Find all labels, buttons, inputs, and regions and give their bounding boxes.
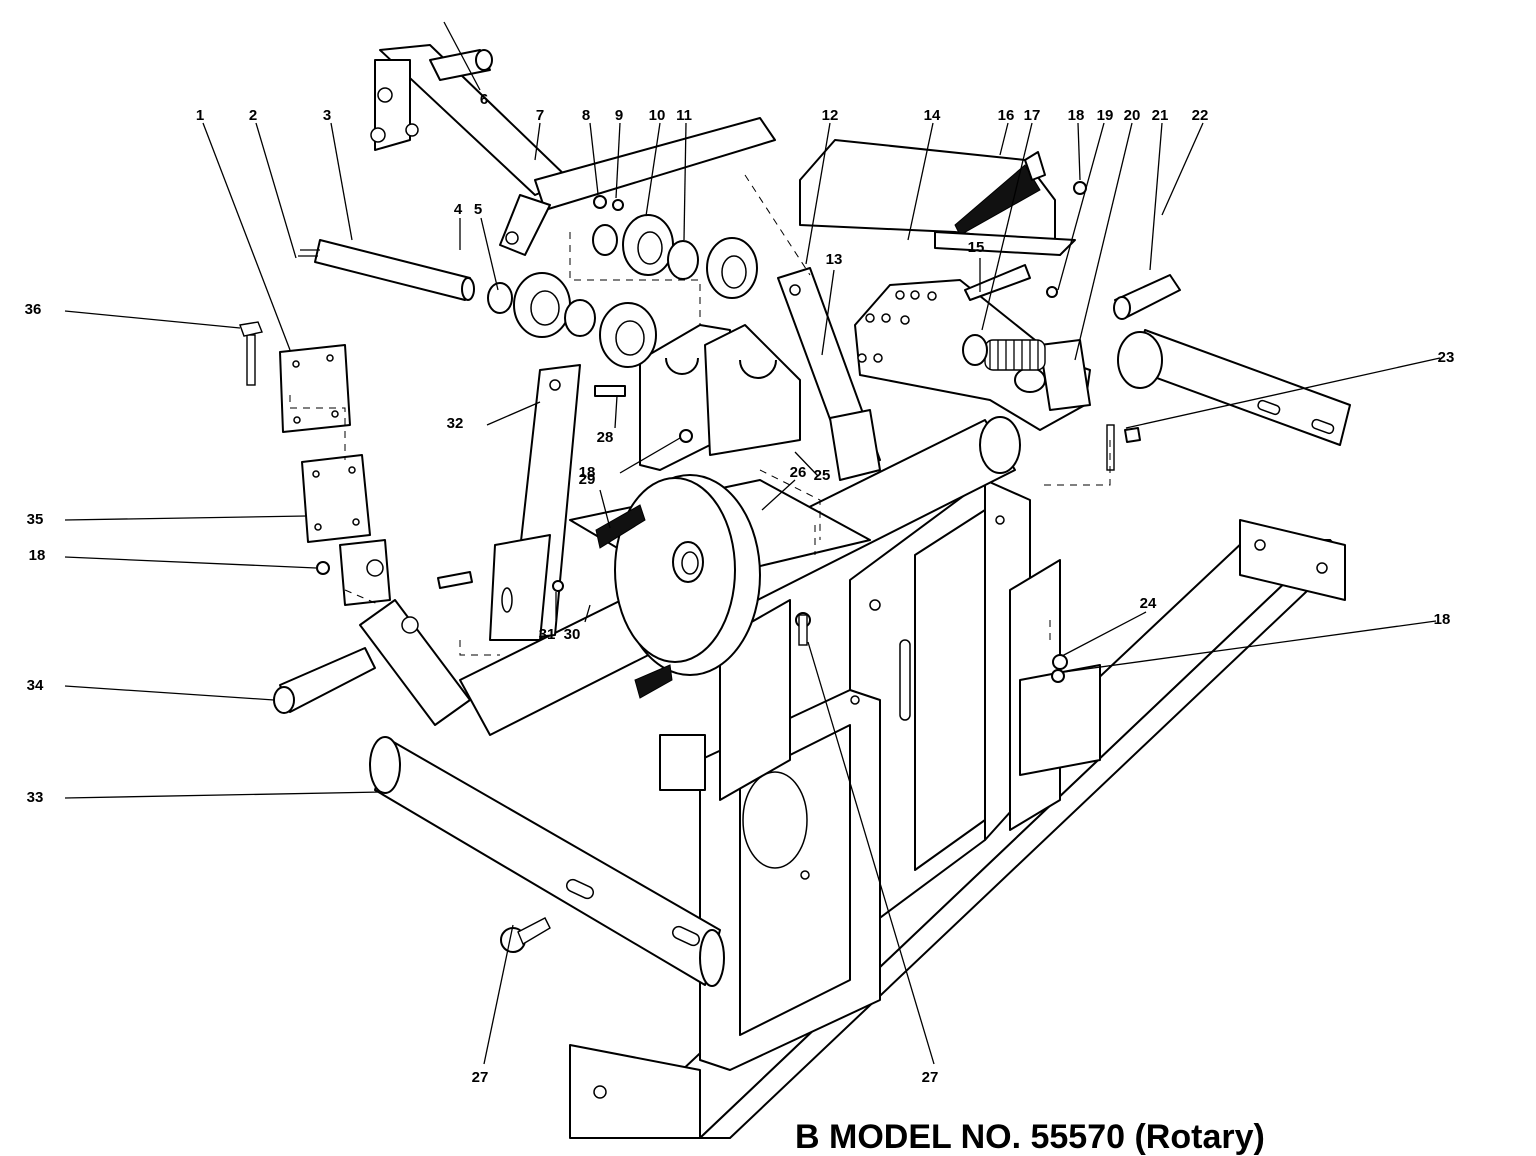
callout-label-c28: 28: [597, 429, 614, 446]
leader-line-c3: [330, 122, 353, 241]
callout-label-c29: 29: [579, 471, 596, 488]
leader-line-c2: [255, 122, 297, 259]
assembly-lines: [289, 174, 1111, 656]
leader-line-c18c: [64, 556, 317, 569]
leader-line-c24: [1061, 611, 1147, 657]
callout-label-c5: 5: [474, 201, 482, 218]
fasteners: [316, 181, 1181, 953]
callout-label-c34: 34: [27, 677, 44, 694]
callout-label-c4: 4: [454, 201, 463, 218]
leader-line-c33: [64, 791, 383, 799]
callout-label-c7: 7: [536, 107, 544, 124]
leader-line-c22: [1161, 122, 1204, 216]
callout-label-c20: 20: [1124, 107, 1141, 124]
shaft-3: [298, 239, 475, 301]
leader-line-c25: [794, 451, 819, 477]
callout-label-c17: 17: [1024, 107, 1041, 124]
leader-line-c36: [64, 310, 241, 329]
callout-label-c18d: 18: [579, 464, 596, 481]
leader-line-c11: [683, 122, 687, 241]
bracket-20: [854, 279, 1091, 431]
plates-1-35: [239, 321, 371, 543]
leader-line-c35: [64, 515, 307, 521]
leader-line-c18a: [1077, 122, 1081, 181]
callout-label-c16: 16: [998, 107, 1015, 124]
callout-label-c12: 12: [822, 107, 839, 124]
callout-label-c25: 25: [814, 467, 831, 484]
leader-line-c27b: [807, 641, 935, 1065]
callout-label-c11: 11: [676, 107, 692, 124]
right-arm-23: [1117, 329, 1351, 446]
leader-line-c21: [1149, 122, 1163, 271]
callout-label-c35: 35: [27, 511, 44, 528]
leader-line-c12: [805, 122, 831, 265]
leader-line-c29: [599, 489, 611, 529]
leader-line-c6: [443, 21, 481, 91]
callout-label-c1: 1: [196, 107, 204, 124]
belt-guard-16: [799, 139, 1076, 256]
callout-label-c32: 32: [447, 415, 464, 432]
callout-label-c18c: 18: [29, 547, 46, 564]
spring: [962, 334, 1046, 371]
leader-line-c27a: [483, 924, 514, 1065]
model-number-footer: B MODEL NO. 55570 (Rotary): [795, 1118, 1265, 1156]
callout-label-c30: 30: [564, 626, 581, 643]
callout-label-c27a: 27: [472, 1069, 489, 1086]
pulley-29: [595, 474, 761, 699]
leader-line-c13: [821, 269, 835, 356]
leader-line-c18d: [619, 437, 681, 474]
arm-32: [489, 364, 581, 641]
callout-label-c2: 2: [249, 107, 257, 124]
callout-label-c31: 31: [539, 626, 556, 643]
bearing-set: [487, 195, 758, 368]
front-bar-33: [369, 736, 725, 987]
callout-label-c36: 36: [25, 301, 42, 318]
leader-line-c19: [1057, 122, 1105, 291]
main-frame: [569, 479, 1346, 1139]
leader-line-c14: [907, 122, 934, 241]
leader-line-c1: [202, 122, 291, 351]
callout-label-c27b: 27: [922, 1069, 939, 1086]
callout-label-c13: 13: [826, 251, 843, 268]
callout-label-c33: 33: [27, 789, 44, 806]
callout-label-c18b: 18: [1434, 611, 1451, 628]
callout-label-c22: 22: [1192, 107, 1209, 124]
leader-line-c26: [761, 479, 796, 511]
pin-34: [273, 539, 471, 726]
link-12: [777, 267, 881, 481]
callout-label-c24: 24: [1140, 595, 1157, 612]
callout-label-c18a: 18: [1068, 107, 1085, 124]
leader-line-c8: [589, 122, 599, 195]
leader-line-c7: [534, 122, 541, 161]
callout-label-c10: 10: [649, 107, 666, 124]
leader-line-c28: [614, 395, 618, 429]
leader-line-c34: [64, 685, 275, 701]
callout-label-c14: 14: [924, 107, 941, 124]
callout-label-c9: 9: [615, 107, 623, 124]
leader-line-c18b: [1063, 620, 1437, 673]
leader-line-c17: [981, 122, 1033, 331]
leader-line-c32: [486, 401, 541, 426]
callout-label-c23: 23: [1438, 349, 1455, 366]
leader-line-c9: [615, 122, 621, 199]
leader-line-c5: [480, 217, 499, 291]
callout-label-c26: 26: [790, 464, 807, 481]
callout-label-c19: 19: [1097, 107, 1114, 124]
callout-label-c15: 15: [968, 239, 985, 256]
leader-line-c16: [999, 122, 1009, 156]
callout-label-c6: 6: [480, 91, 488, 108]
leader-line-c10: [645, 122, 661, 217]
leader-line-c23: [1125, 357, 1441, 429]
leader-line-c20: [1074, 122, 1133, 361]
callout-label-c21: 21: [1152, 107, 1169, 124]
callout-label-c3: 3: [323, 107, 331, 124]
callout-label-c8: 8: [582, 107, 590, 124]
lift-arm-7: [370, 44, 776, 256]
leader-line-c30: [584, 604, 591, 623]
